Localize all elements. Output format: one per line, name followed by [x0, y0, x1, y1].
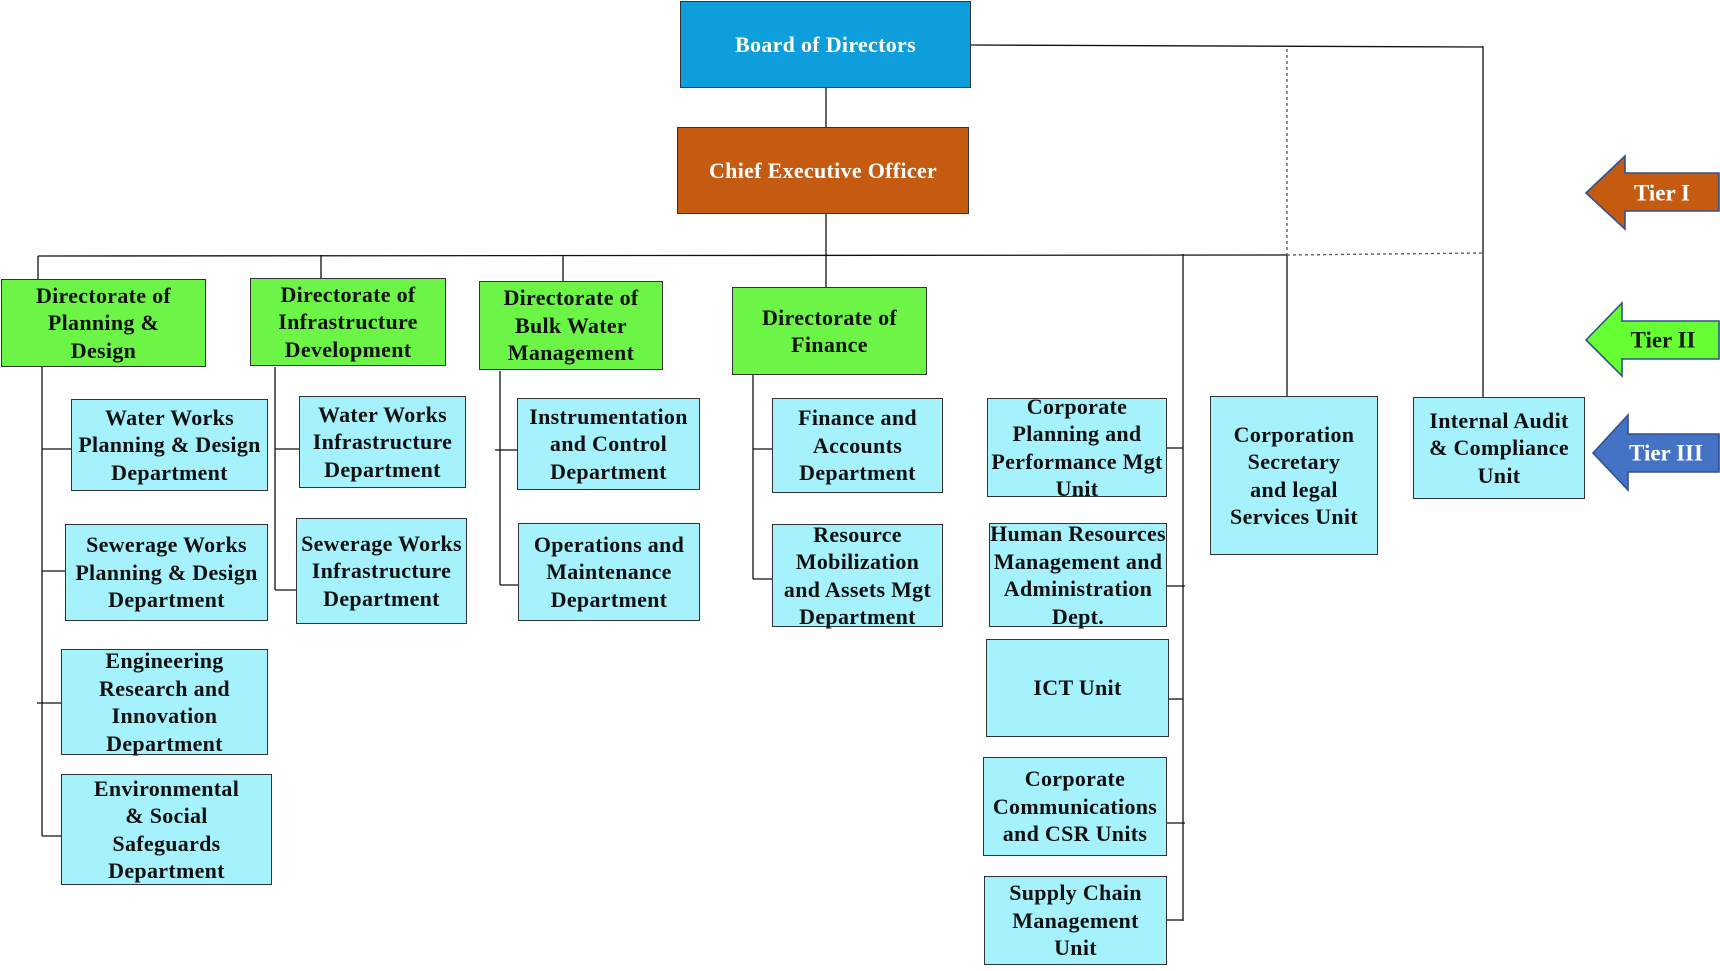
- box-label: ICT Unit: [1033, 675, 1122, 701]
- dept-water-works-infrastructure: Water Works Infrastructure Department: [299, 396, 466, 488]
- box-label: Board of Directors: [735, 31, 916, 57]
- connector-main-horizontal: [37, 254, 1288, 257]
- box-label: Environmental & Social Safeguards Depart…: [93, 775, 240, 884]
- box-label: Human Resources Management and Administr…: [990, 521, 1166, 629]
- connector-board-audit-horizontal: [970, 44, 1484, 48]
- directorate-infrastructure-development: Directorate of Infrastructure Developmen…: [250, 278, 446, 366]
- box-label: Water Works Infrastructure Department: [312, 401, 453, 482]
- directorate-finance: Directorate of Finance: [732, 287, 927, 375]
- dept-sewerage-works-infrastructure: Sewerage Works Infrastructure Department: [296, 518, 467, 624]
- tier-2-indicator: Tier II: [1584, 301, 1720, 378]
- tier-3-arrow: [1591, 412, 1720, 493]
- box-label: Instrumentation and Control Department: [529, 403, 688, 484]
- box-label: Corporate Communications and CSR Units: [992, 766, 1158, 847]
- dept-human-resources-administration: Human Resources Management and Administr…: [989, 521, 1167, 629]
- box-label: Corporation Secretary and legal Services…: [1230, 421, 1358, 530]
- dept-instrumentation-control: Instrumentation and Control Department: [517, 398, 700, 490]
- box-label: Directorate of Bulk Water Management: [503, 285, 639, 366]
- directorate-bulk-water-management: Directorate of Bulk Water Management: [479, 281, 663, 370]
- board-of-directors-box: Board of Directors: [680, 1, 971, 88]
- connector-dashed-horizontal: [1286, 252, 1484, 256]
- unit-internal-audit-compliance: Internal Audit & Compliance Unit: [1413, 397, 1585, 499]
- box-label: Operations and Maintenance Department: [533, 531, 685, 612]
- tier-3-indicator: Tier III: [1591, 412, 1720, 493]
- box-label: Finance and Accounts Department: [798, 405, 917, 486]
- solid-connectors: [37, 44, 1484, 921]
- box-label: Directorate of Planning & Design: [35, 282, 172, 363]
- dept-engineering-research-innovation: Engineering Research and Innovation Depa…: [61, 648, 268, 756]
- tier-2-label: Tier II: [1631, 328, 1696, 353]
- chief-executive-officer-box: Chief Executive Officer: [677, 127, 969, 214]
- dashed-connectors: [1286, 49, 1484, 256]
- dept-water-works-planning-design: Water Works Planning & Design Department: [71, 399, 268, 491]
- tier-2-arrow: [1584, 301, 1720, 378]
- box-label: Supply Chain Management Unit: [1009, 880, 1142, 961]
- tier-3-label: Tier III: [1629, 441, 1703, 466]
- unit-corporate-communications-csr: Corporate Communications and CSR Units: [983, 757, 1167, 856]
- directorate-planning-design: Directorate of Planning & Design: [1, 279, 206, 367]
- box-label: Internal Audit & Compliance Unit: [1429, 407, 1569, 488]
- dept-environmental-social-safeguards: Environmental & Social Safeguards Depart…: [61, 774, 272, 885]
- box-label: Sewerage Works Infrastructure Department: [301, 530, 462, 611]
- box-label: Sewerage Works Planning & Design Departm…: [75, 532, 258, 613]
- box-label: Engineering Research and Innovation Depa…: [99, 648, 230, 756]
- unit-supply-chain-management: Supply Chain Management Unit: [984, 876, 1167, 965]
- tier-1-label: Tier I: [1634, 181, 1690, 206]
- box-label: Corporate Planning and Performance Mgt U…: [991, 393, 1163, 502]
- unit-corporate-planning-performance: Corporate Planning and Performance Mgt U…: [987, 394, 1167, 501]
- dept-operations-maintenance: Operations and Maintenance Department: [518, 523, 700, 621]
- dept-finance-accounts: Finance and Accounts Department: [772, 398, 943, 493]
- unit-corporation-secretary-legal: Corporation Secretary and legal Services…: [1210, 396, 1378, 555]
- box-label: Resource Mobilization and Assets Mgt Dep…: [783, 521, 932, 630]
- tier-1-arrow: [1584, 154, 1720, 231]
- unit-ict: ICT Unit: [986, 639, 1169, 737]
- box-label: Water Works Planning & Design Department: [78, 404, 261, 485]
- box-label: Chief Executive Officer: [708, 157, 938, 183]
- tier-1-indicator: Tier I: [1584, 154, 1720, 231]
- dept-resource-mobilization-assets: Resource Mobilization and Assets Mgt Dep…: [772, 522, 943, 629]
- box-label: Directorate of Finance: [761, 304, 898, 358]
- dept-sewerage-works-planning-design: Sewerage Works Planning & Design Departm…: [65, 524, 268, 621]
- box-label: Directorate of Infrastructure Developmen…: [278, 281, 418, 362]
